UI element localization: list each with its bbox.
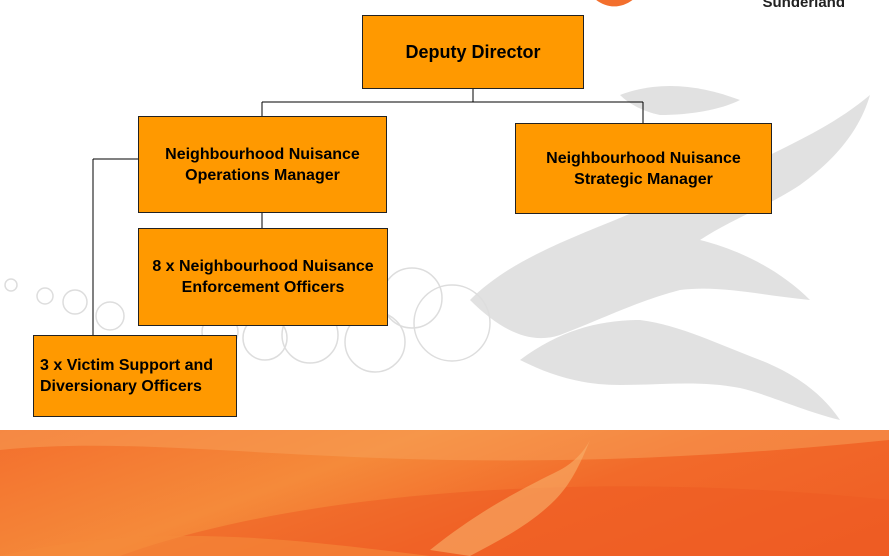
node-ops-manager-label: Neighbourhood Nuisance Operations Manage… bbox=[165, 145, 360, 184]
org-chart-connectors bbox=[92, 89, 644, 335]
node-deputy-director-label: Deputy Director bbox=[405, 41, 541, 62]
node-strategic-manager-label: Neighbourhood Nuisance Strategic Manager bbox=[546, 149, 750, 188]
node-victim-support: 3 x Victim Support and Diversionary Offi… bbox=[33, 335, 237, 417]
node-ops-manager: Neighbourhood Nuisance Operations Manage… bbox=[138, 116, 387, 213]
node-strategic-manager: Neighbourhood Nuisance Strategic Manager bbox=[515, 123, 772, 214]
logo-text: Sunderland bbox=[762, 0, 845, 11]
footer-band bbox=[0, 430, 889, 556]
node-enforcement-officers-label: 8 x Neighbourhood Nuisance Enforcement O… bbox=[152, 258, 374, 296]
node-deputy-director: Deputy Director bbox=[362, 15, 584, 89]
logo-swoosh-icon bbox=[596, 0, 633, 7]
node-victim-support-label: 3 x Victim Support and Diversionary Offi… bbox=[40, 357, 214, 395]
node-enforcement-officers: 8 x Neighbourhood Nuisance Enforcement O… bbox=[138, 228, 388, 326]
band-decoration bbox=[0, 430, 889, 556]
